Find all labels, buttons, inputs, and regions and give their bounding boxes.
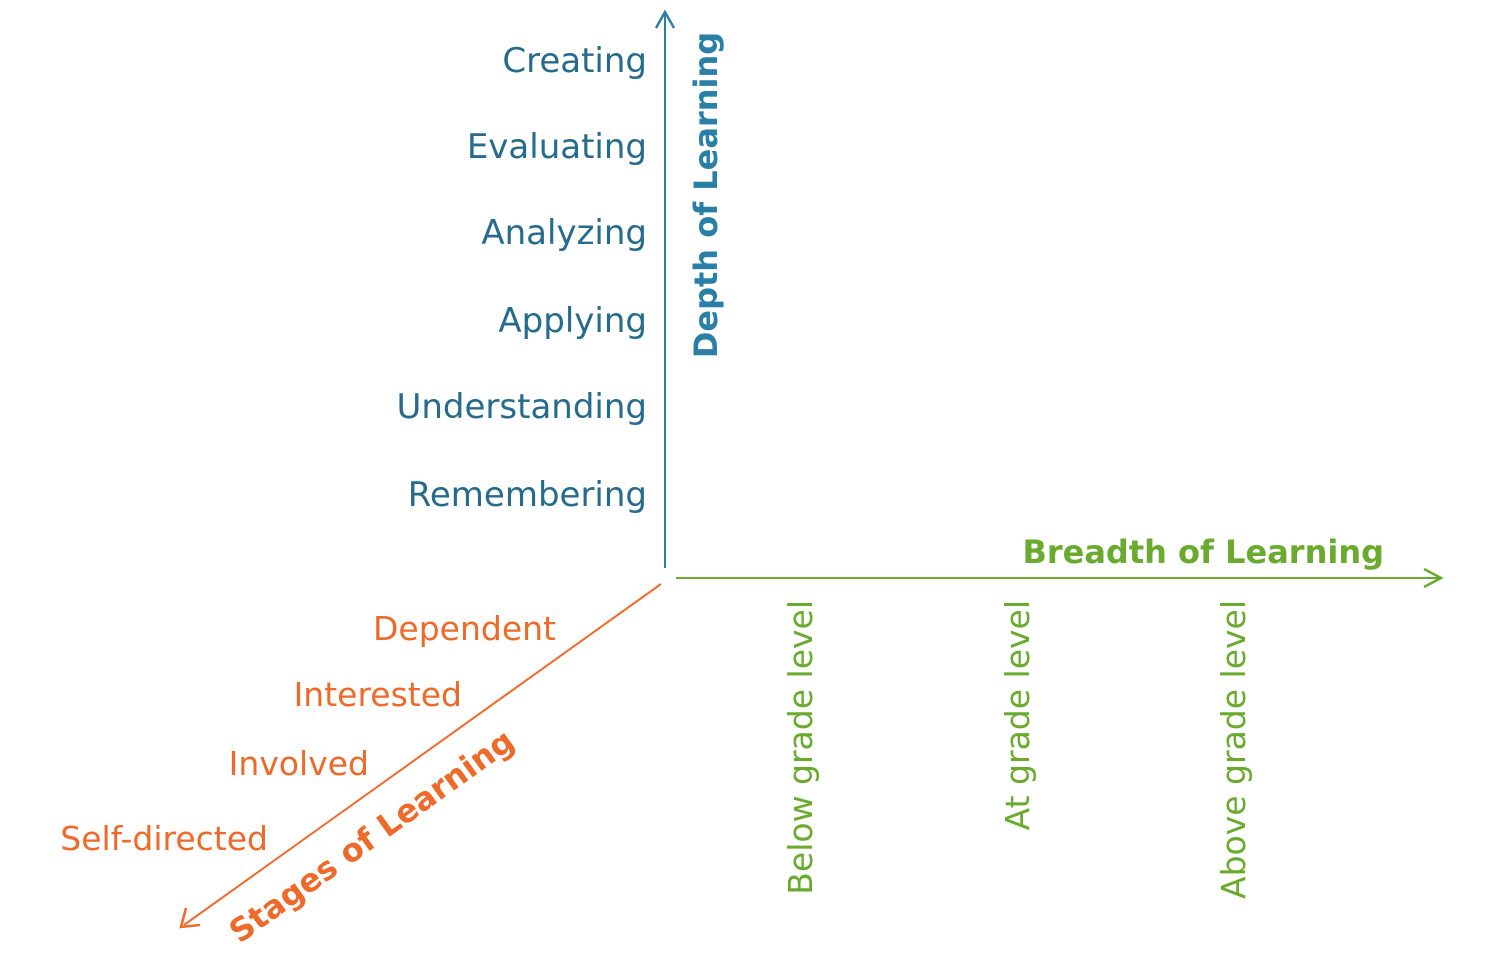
depth-axis-title: Depth of Learning	[687, 32, 725, 358]
breadth-axis-title: Breadth of Learning	[1022, 533, 1384, 571]
stages-axis-line	[183, 583, 662, 926]
stage-level-involved: Involved	[229, 744, 369, 783]
depth-levels: Creating Evaluating Analyzing Applying U…	[396, 41, 647, 515]
breadth-axis: Breadth of Learning	[676, 533, 1444, 589]
depth-level-applying: Applying	[498, 301, 647, 341]
stage-level-interested: Interested	[294, 675, 462, 714]
breadth-axis-arrowhead	[1423, 567, 1444, 589]
breadth-level-above: Above grade level	[1214, 600, 1253, 899]
depth-level-evaluating: Evaluating	[467, 127, 647, 167]
stage-levels: Dependent Interested Involved Self-direc…	[60, 609, 556, 858]
stage-level-dependent: Dependent	[373, 609, 556, 648]
depth-level-analyzing: Analyzing	[481, 213, 647, 253]
depth-axis: Depth of Learning	[654, 9, 725, 568]
stage-level-self-directed: Self-directed	[60, 819, 268, 858]
breadth-level-below: Below grade level	[781, 600, 820, 895]
depth-axis-arrowhead	[654, 9, 676, 29]
depth-level-creating: Creating	[502, 41, 647, 81]
stages-axis-arrowhead	[179, 907, 201, 929]
depth-level-remembering: Remembering	[408, 475, 647, 515]
breadth-levels: Below grade level At grade level Above g…	[781, 600, 1253, 899]
breadth-level-at: At grade level	[998, 600, 1037, 830]
depth-level-understanding: Understanding	[396, 387, 647, 427]
